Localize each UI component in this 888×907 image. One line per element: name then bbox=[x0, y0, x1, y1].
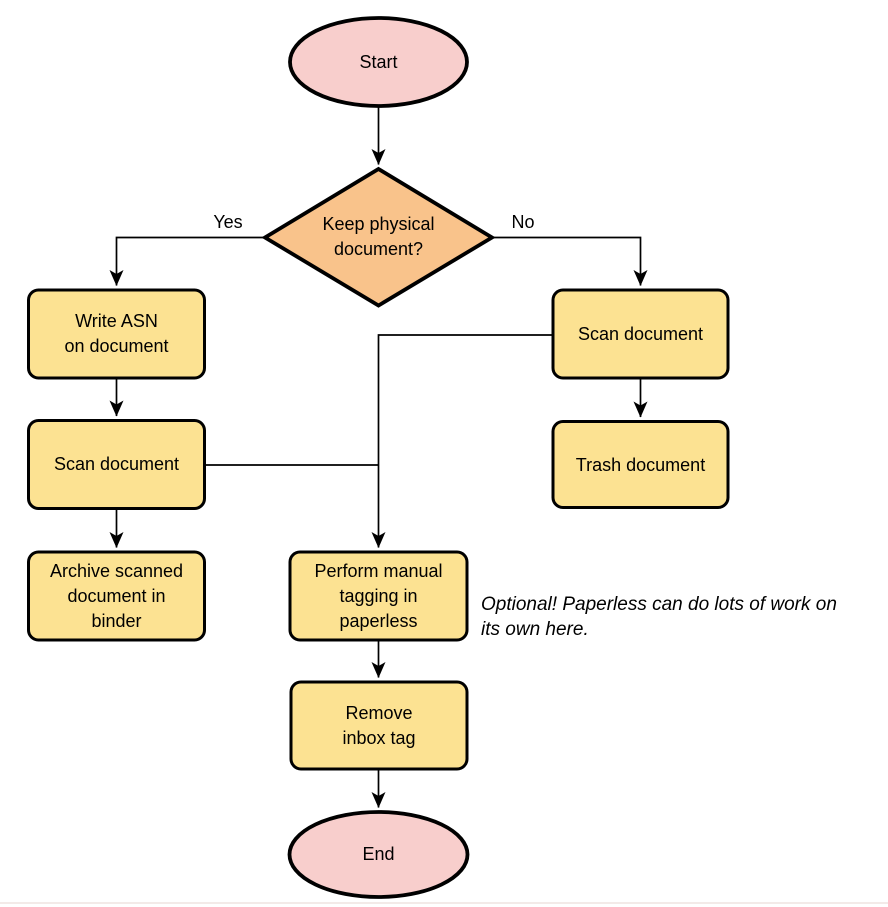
edge-decision-yes-to-write-asn bbox=[109, 236, 265, 286]
scan-document-right-label: Scan document bbox=[577, 323, 704, 344]
remove-inbox-process-shape bbox=[289, 680, 469, 771]
edge-label-yes: Yes bbox=[213, 212, 243, 232]
archive-process-shape bbox=[27, 550, 206, 642]
optional-note-text: Optional! Paperless can do lots of work … bbox=[481, 594, 837, 640]
start-terminator-shape bbox=[288, 16, 469, 108]
end-label: End bbox=[362, 844, 395, 864]
perform-tagging-label: Perform manual tagging in paperless bbox=[314, 560, 443, 631]
perform-tagging-process-shape bbox=[288, 550, 469, 642]
trash-document-label: Trash document bbox=[575, 454, 706, 475]
edge-decision-no-to-scan-right bbox=[492, 236, 648, 286]
scan-document-left-process-shape bbox=[27, 419, 206, 510]
decision-diamond-shape bbox=[261, 166, 496, 308]
scan-document-right-process-shape bbox=[551, 288, 730, 380]
start-label: Start bbox=[359, 51, 398, 72]
end-terminator-shape bbox=[287, 810, 470, 899]
edge-scan-right-to-perform-tagging bbox=[371, 334, 553, 548]
edge-label-no: No bbox=[511, 212, 535, 232]
trash-document-process-shape bbox=[551, 420, 730, 509]
write-asn-label: Write ASN on document bbox=[64, 311, 169, 356]
archive-label: Archive scanned document in binder bbox=[49, 560, 184, 631]
bottom-border-line bbox=[0, 902, 888, 904]
remove-inbox-label: Remove inbox tag bbox=[342, 702, 416, 748]
decision-label: Keep physical document? bbox=[322, 214, 435, 259]
write-asn-process-shape bbox=[27, 288, 206, 380]
scan-document-left-label: Scan document bbox=[53, 454, 180, 474]
